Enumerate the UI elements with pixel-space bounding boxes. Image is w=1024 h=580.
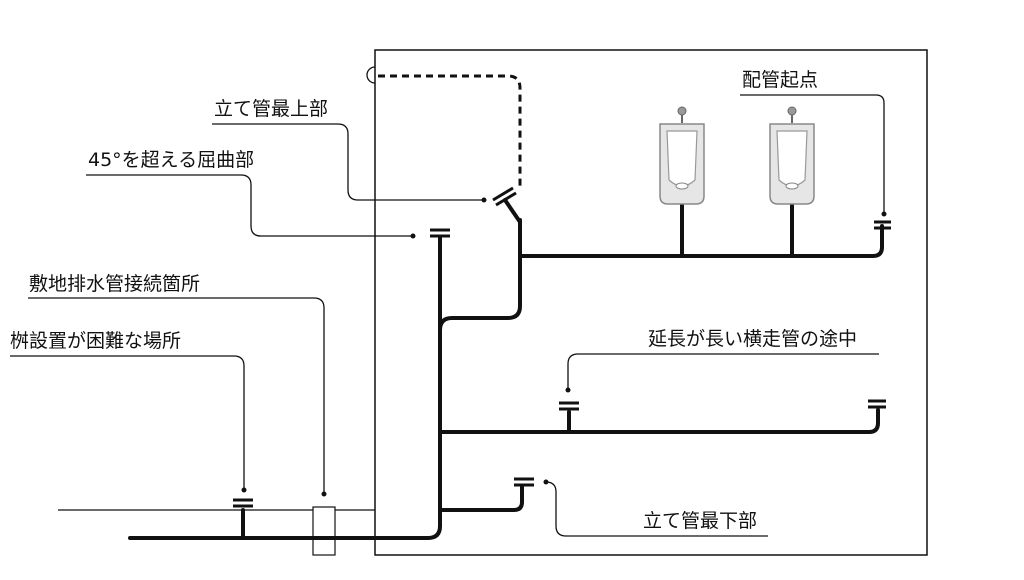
cleanout-cap-midway bbox=[559, 401, 579, 411]
leader-no-basin bbox=[10, 355, 245, 490]
label-bend-over-45: 45°を超える屈曲部 bbox=[88, 149, 254, 171]
middle-branch-pipe bbox=[438, 408, 880, 434]
building-sewer-pipe bbox=[128, 218, 522, 540]
leader-dot-no-basin bbox=[241, 487, 247, 493]
leader-dot-site-connection bbox=[321, 491, 327, 497]
leader-bend bbox=[86, 174, 413, 237]
cleanout-cap-branch-end bbox=[868, 399, 886, 409]
leader-dot-stack-top bbox=[481, 197, 487, 203]
leader-stack-top bbox=[212, 123, 486, 201]
leader-pipe-start bbox=[740, 94, 885, 212]
leader-dot-bend bbox=[410, 233, 416, 239]
building-outline bbox=[374, 49, 928, 556]
leader-midway bbox=[567, 353, 879, 388]
lower-branch-pipe bbox=[438, 484, 524, 512]
cleanout-cap-stack-bottom bbox=[514, 477, 534, 487]
label-stack-top: 立て管最上部 bbox=[214, 98, 328, 120]
wye-branch bbox=[503, 198, 522, 224]
label-no-catch-basin: 桝設置が困難な場所 bbox=[10, 330, 181, 352]
label-stack-bottom: 立て管最下部 bbox=[643, 510, 757, 532]
vent-pipe-dashed bbox=[378, 74, 522, 190]
leader-dot-stack-bottom bbox=[543, 479, 549, 485]
leader-stack-bottom bbox=[545, 481, 768, 537]
upper-branch-pipe bbox=[518, 224, 884, 258]
leader-dot-midway bbox=[565, 387, 571, 393]
cleanout-cap-start bbox=[874, 220, 891, 230]
cleanout-cap-bend bbox=[430, 228, 450, 238]
label-site-drain-connection: 敷地排水管接続箇所 bbox=[29, 273, 200, 295]
leader-dot-pipe-start bbox=[881, 211, 887, 217]
connection-box bbox=[312, 506, 336, 556]
urinal-icon bbox=[659, 106, 705, 205]
cleanout-cap-stack-top bbox=[492, 186, 517, 207]
cleanout-cap-outside bbox=[233, 498, 253, 508]
urinal-icon bbox=[769, 106, 815, 205]
leader-site-connection bbox=[28, 297, 325, 494]
label-pipe-start: 配管起点 bbox=[742, 69, 818, 91]
corner-arc bbox=[366, 66, 376, 84]
label-long-horizontal-midway: 延長が長い横走管の途中 bbox=[648, 328, 857, 350]
